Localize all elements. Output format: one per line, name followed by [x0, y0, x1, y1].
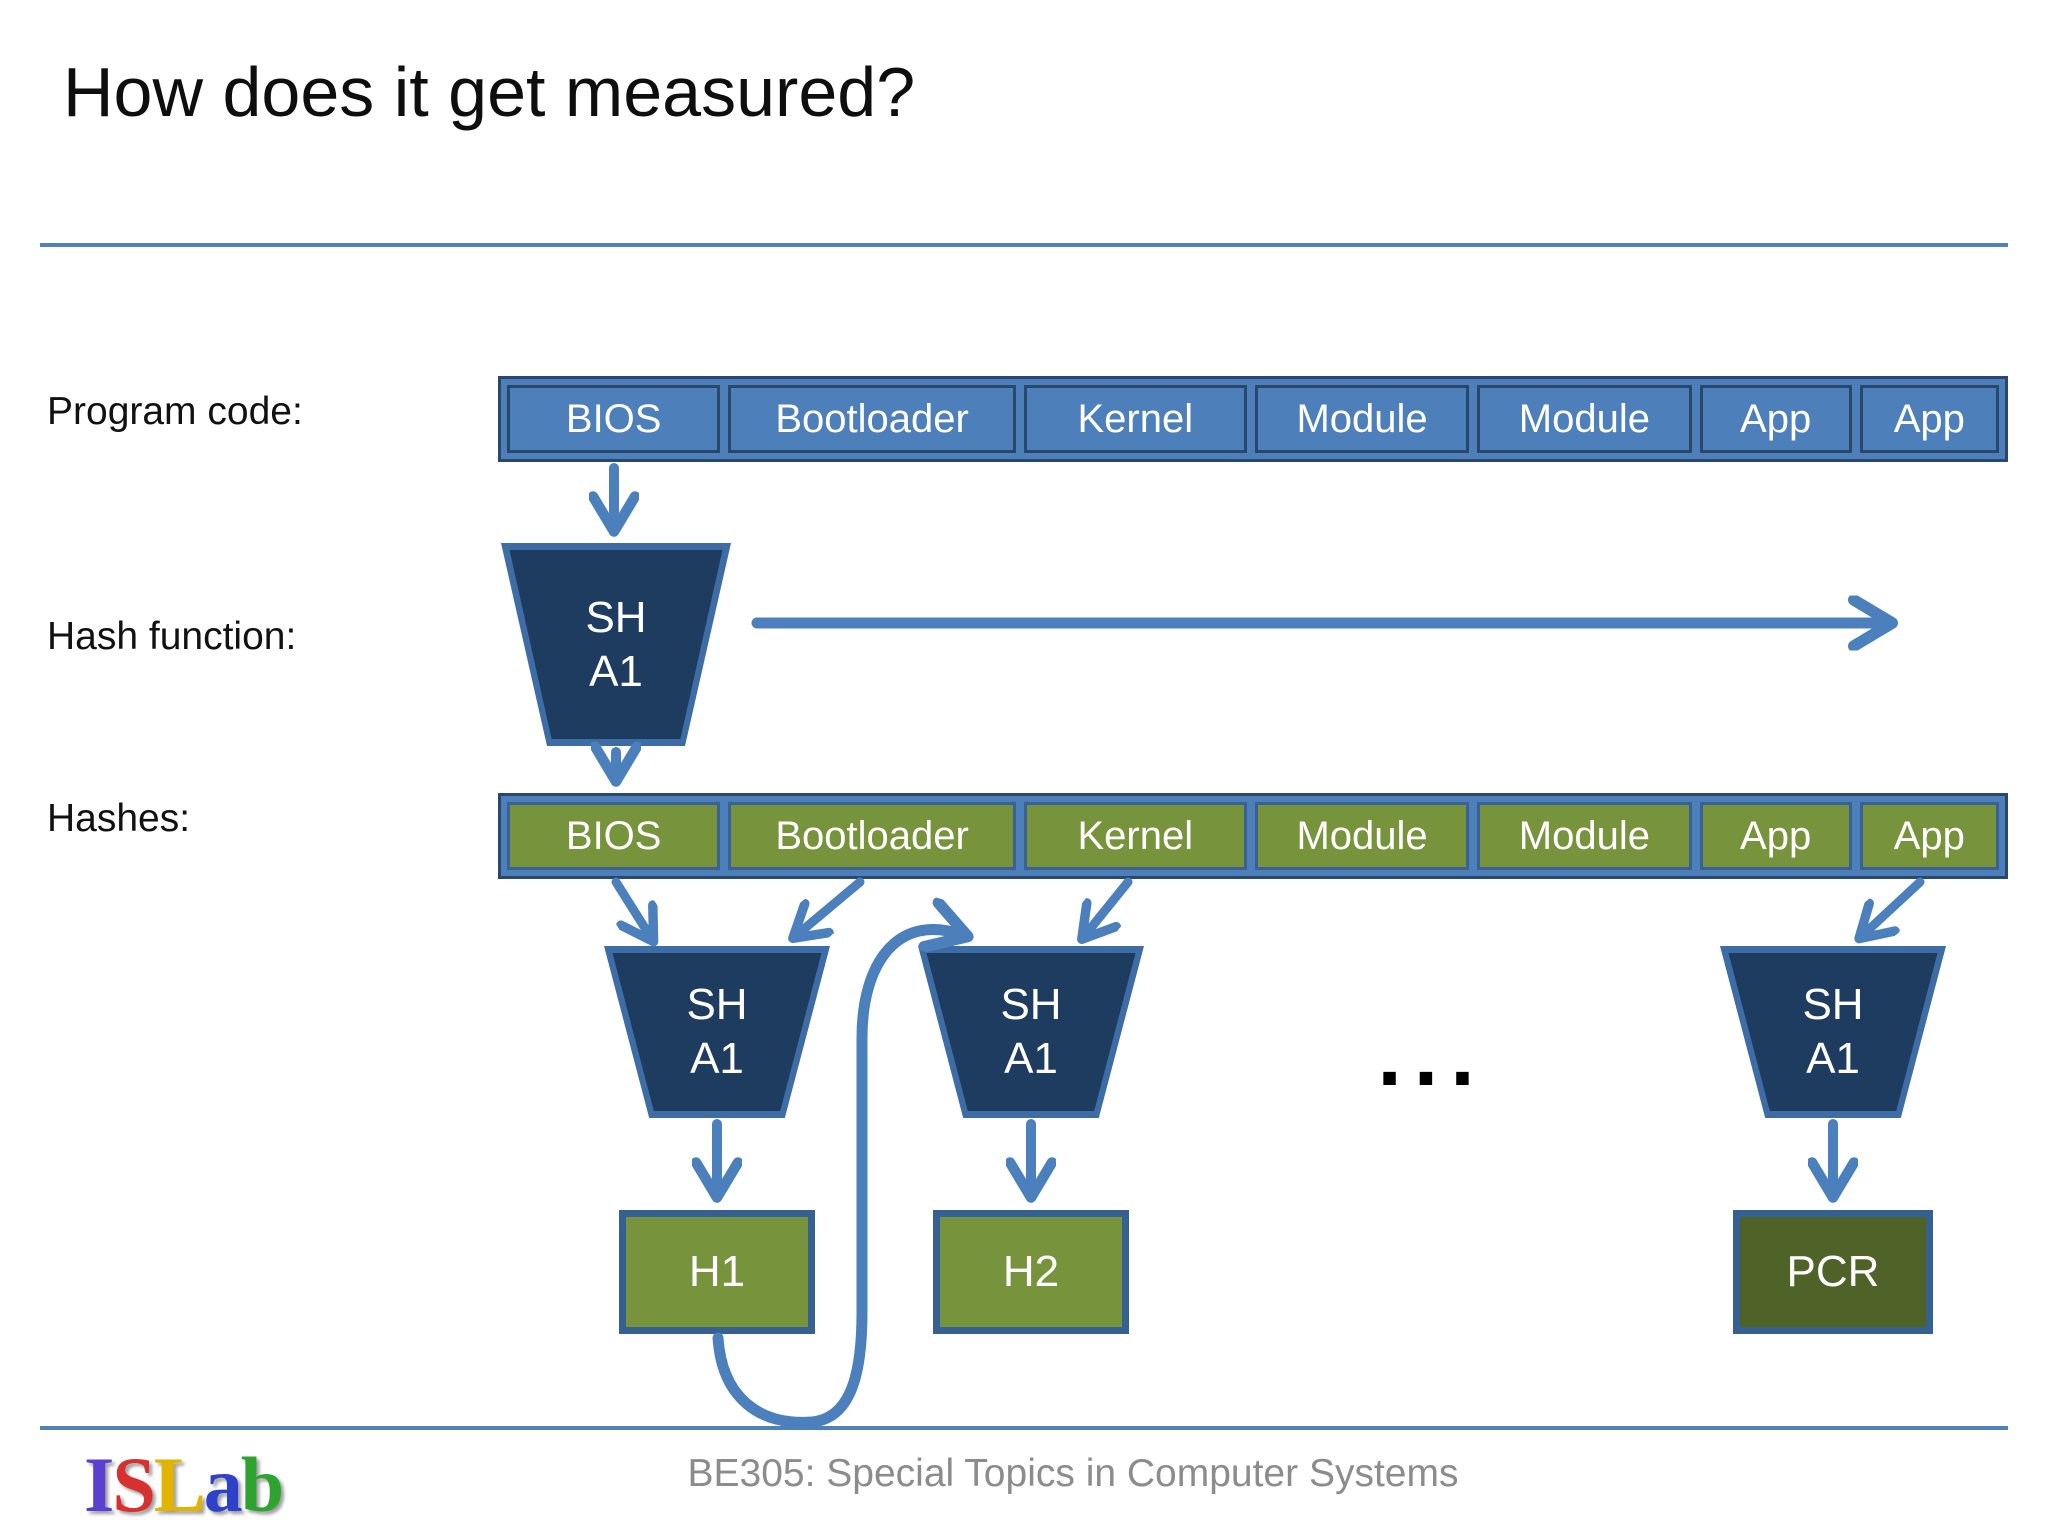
hash-output-h2: H2 [933, 1210, 1129, 1334]
program-segment-bios: BIOS [507, 385, 721, 453]
ellipsis-dots: ... [1377, 1005, 1487, 1105]
arrow-hash-bootloader-to-sha1-1 [798, 877, 865, 934]
program-code-row: BIOS Bootloader Kernel Module Module App… [498, 376, 2008, 462]
sha1-label-line2: A1 [1004, 1034, 1058, 1083]
islab-logo: ISLab [84, 1440, 284, 1530]
program-segment-app-1: App [1699, 385, 1852, 453]
label-hashes: Hashes: [47, 797, 191, 840]
sha1-label-line1: SH [585, 592, 647, 642]
hash-segment-module-1: Module [1254, 802, 1470, 870]
page-title: How does it get measured? [63, 53, 916, 131]
hash-segment-module-2: Module [1477, 802, 1692, 870]
label-hash-function: Hash function: [47, 615, 297, 658]
hash-output-h1: H1 [619, 1210, 815, 1334]
trapezoid-body: SH A1 [509, 550, 723, 739]
logo-letter: b [240, 1441, 284, 1528]
logo-letter: I [84, 1441, 114, 1528]
sha1-trapezoid-3: SH A1 [1720, 946, 1946, 1118]
sha1-label-line2: A1 [1806, 1034, 1860, 1083]
logo-letter: a [203, 1441, 243, 1528]
hashes-row: BIOS Bootloader Kernel Module Module App… [498, 793, 2008, 879]
label-program-code: Program code: [47, 390, 303, 433]
title-divider [40, 243, 2008, 247]
sha1-label-line1: SH [1000, 980, 1062, 1030]
hash-function-trapezoid: SH A1 [501, 543, 731, 746]
program-segment-app-2: App [1859, 385, 2000, 453]
hash-segment-bootloader: Bootloader [728, 802, 1016, 870]
arrow-hash-app-to-sha1-3 [1864, 877, 1925, 934]
logo-letter: S [112, 1441, 155, 1528]
footer-divider [40, 1426, 2008, 1430]
program-segment-module-1: Module [1254, 385, 1470, 453]
sha1-label-line1: SH [1802, 980, 1864, 1030]
hash-segment-bios: BIOS [507, 802, 721, 870]
hash-segment-app-1: App [1699, 802, 1852, 870]
logo-letter: L [153, 1441, 206, 1528]
sha1-trapezoid-1: SH A1 [604, 946, 830, 1118]
pcr-register-box: PCR [1733, 1210, 1933, 1334]
program-segment-bootloader: Bootloader [728, 385, 1016, 453]
sha1-trapezoid-2: SH A1 [918, 946, 1144, 1118]
sha1-label-line1: SH [686, 980, 748, 1030]
program-segment-module-2: Module [1477, 385, 1692, 453]
hash-segment-app-2: App [1859, 802, 2000, 870]
program-segment-kernel: Kernel [1023, 385, 1247, 453]
arrow-hash-bios-to-sha1-1 [611, 877, 650, 936]
sha1-label-line2: A1 [690, 1034, 744, 1083]
trapezoid-body: SH A1 [1728, 953, 1938, 1111]
footer-course-title: BE305: Special Topics in Computer System… [687, 1452, 1459, 1495]
arrow-hash-kernel-to-sha1-2 [1086, 877, 1133, 934]
sha1-label-line2: A1 [589, 646, 643, 696]
hash-segment-kernel: Kernel [1023, 802, 1247, 870]
